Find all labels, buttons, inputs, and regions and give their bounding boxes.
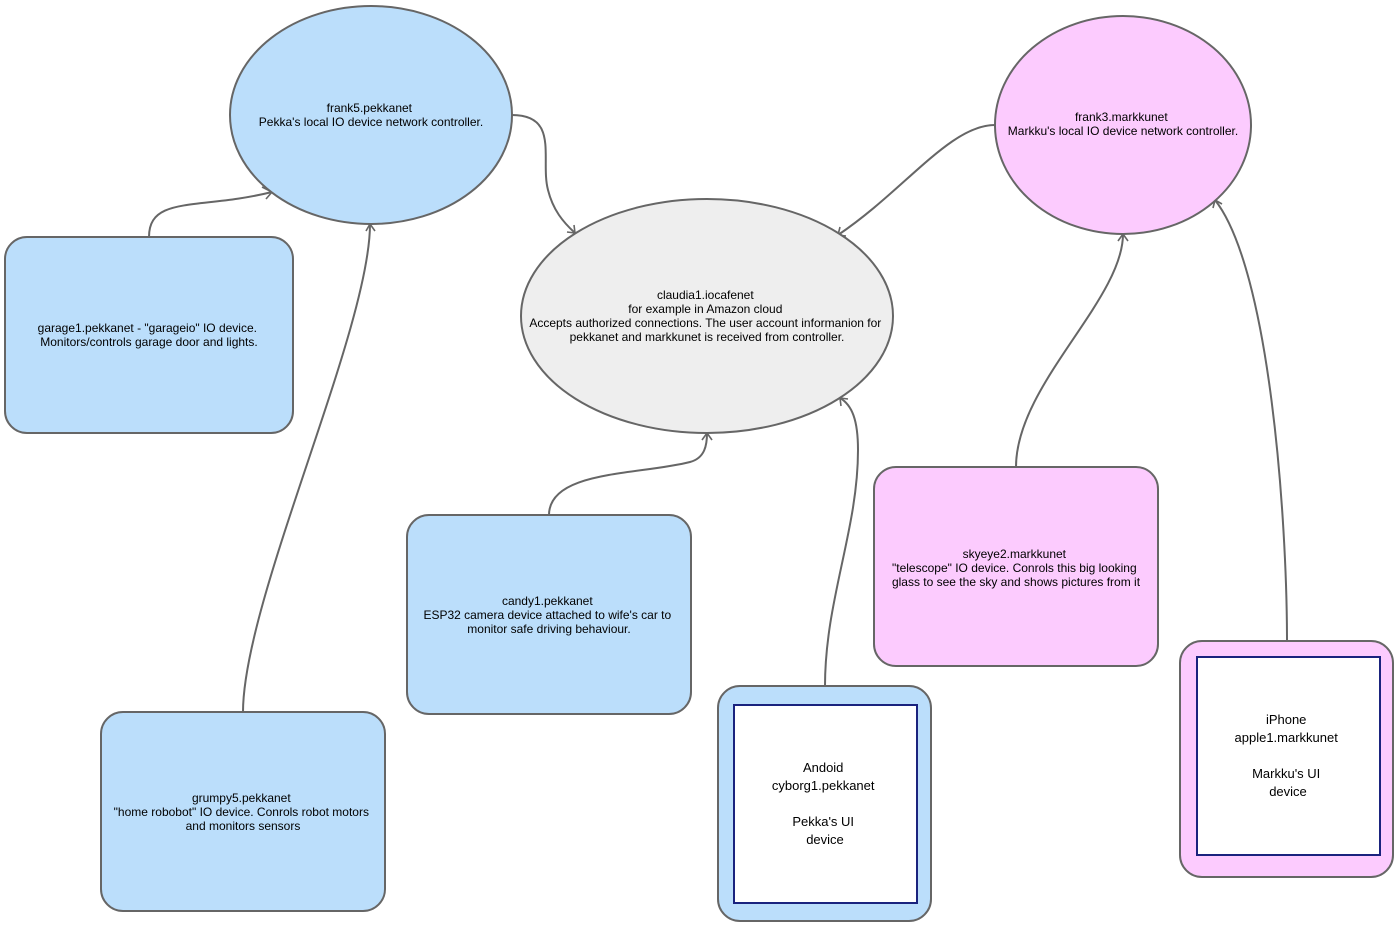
edges <box>148 114 1288 713</box>
edge-line <box>1015 233 1124 468</box>
node-grumpy5[interactable]: grumpy5.pekkanet "home robobot" IO devic… <box>100 711 386 912</box>
edge-line <box>824 397 860 687</box>
cyborg1-label: Andoid cyborg1.pekkanet Pekka's UI devic… <box>772 760 878 847</box>
edge-garage1-to-frank5 <box>148 186 274 238</box>
claudia1-shape <box>520 198 894 434</box>
node-claudia1[interactable]: claudia1.iocafenet for example in Amazon… <box>520 198 894 434</box>
cyborg1-label-line: device <box>806 832 844 847</box>
node-frank3[interactable]: frank3.markkunet Markku's local IO devic… <box>994 15 1252 235</box>
frank3-label: frank3.markkunet Markku's local IO devic… <box>1008 110 1238 138</box>
cyborg1-label-line: Pekka's UI <box>792 814 854 829</box>
claudia1-label-line: claudia1.iocafenet <box>657 288 754 302</box>
frank5-label-line: frank5.pekkanet <box>327 101 413 115</box>
edge-line <box>837 124 996 236</box>
apple1-label-line: device <box>1269 784 1307 799</box>
claudia1-label-line: for example in Amazon cloud <box>628 302 782 316</box>
frank5-label: frank5.pekkanet Pekka's local IO device … <box>259 101 483 129</box>
skyeye2-label-line: "telescope" IO device. Conrols this big … <box>892 561 1137 575</box>
frank5-label-line: Pekka's local IO device network controll… <box>259 115 483 129</box>
garage1-shape <box>4 236 294 434</box>
node-candy1[interactable]: candy1.pekkanet ESP32 camera device atta… <box>406 514 692 715</box>
skyeye2-label-line: skyeye2.markkunet <box>963 547 1067 561</box>
skyeye2-label: skyeye2.markkunet "telescope" IO device.… <box>892 547 1141 589</box>
node-apple1[interactable]: iPhone apple1.markkunet Markku's UI devi… <box>1179 640 1394 878</box>
grumpy5-label: grumpy5.pekkanet "home robobot" IO devic… <box>114 791 373 833</box>
node-frank5[interactable]: frank5.pekkanet Pekka's local IO device … <box>229 5 513 225</box>
edge-line <box>548 432 708 516</box>
edge-candy1-to-claudia1 <box>548 431 713 516</box>
garage1-label: garage1.pekkanet - "garageio" IO device.… <box>38 321 261 349</box>
candy1-label-line: ESP32 camera device attached to wife's c… <box>423 608 671 622</box>
frank3-label-line: Markku's local IO device network control… <box>1008 124 1238 138</box>
edge-skyeye2-to-frank3 <box>1015 232 1129 468</box>
edge-frank3-to-claudia1 <box>837 124 996 237</box>
grumpy5-label-line: and monitors sensors <box>186 819 301 833</box>
skyeye2-shape <box>873 466 1159 667</box>
skyeye2-label-line: glass to see the sky and shows pictures … <box>892 575 1141 589</box>
claudia1-label-line: Accepts authorized connections. The user… <box>529 316 881 330</box>
edge-cyborg1-to-claudia1 <box>824 397 860 687</box>
candy1-label: candy1.pekkanet ESP32 camera device atta… <box>423 594 674 636</box>
grumpy5-label-line: grumpy5.pekkanet <box>192 791 291 805</box>
apple1-label-line: apple1.markkunet <box>1235 730 1339 745</box>
apple1-screen <box>1196 656 1381 856</box>
claudia1-label: claudia1.iocafenet for example in Amazon… <box>529 288 884 344</box>
frank3-shape <box>994 15 1252 235</box>
cyborg1-label-line: cyborg1.pekkanet <box>772 778 875 793</box>
edge-line <box>1214 199 1288 642</box>
garage1-label-line: garage1.pekkanet - "garageio" IO device. <box>38 321 257 335</box>
cyborg1-label-line: Andoid <box>803 760 843 775</box>
frank3-label-line: frank3.markkunet <box>1075 110 1168 124</box>
apple1-label-line: Markku's UI <box>1252 766 1320 781</box>
edge-frank5-to-claudia1 <box>511 114 576 234</box>
candy1-shape <box>406 514 692 715</box>
candy1-label-line: candy1.pekkanet <box>502 594 593 608</box>
edge-line <box>242 223 371 713</box>
node-skyeye2[interactable]: skyeye2.markkunet "telescope" IO device.… <box>873 466 1159 667</box>
candy1-label-line: monitor safe driving behaviour. <box>467 622 630 636</box>
edge-line <box>148 191 273 238</box>
edge-apple1-to-frank3 <box>1212 198 1288 642</box>
frank5-shape <box>229 5 513 225</box>
edge-line <box>511 114 576 234</box>
apple1-label-line: iPhone <box>1266 712 1306 727</box>
node-cyborg1[interactable]: Andoid cyborg1.pekkanet Pekka's UI devic… <box>717 685 932 922</box>
claudia1-label-line: pekkanet and markkunet is received from … <box>570 330 845 344</box>
apple1-label: iPhone apple1.markkunet Markku's UI devi… <box>1235 712 1342 799</box>
garage1-label-line: Monitors/controls garage door and lights… <box>40 335 257 349</box>
grumpy5-shape <box>100 711 386 912</box>
grumpy5-label-line: "home robobot" IO device. Conrols robot … <box>114 805 369 819</box>
node-garage1[interactable]: garage1.pekkanet - "garageio" IO device.… <box>4 236 294 434</box>
cyborg1-screen <box>733 704 918 904</box>
